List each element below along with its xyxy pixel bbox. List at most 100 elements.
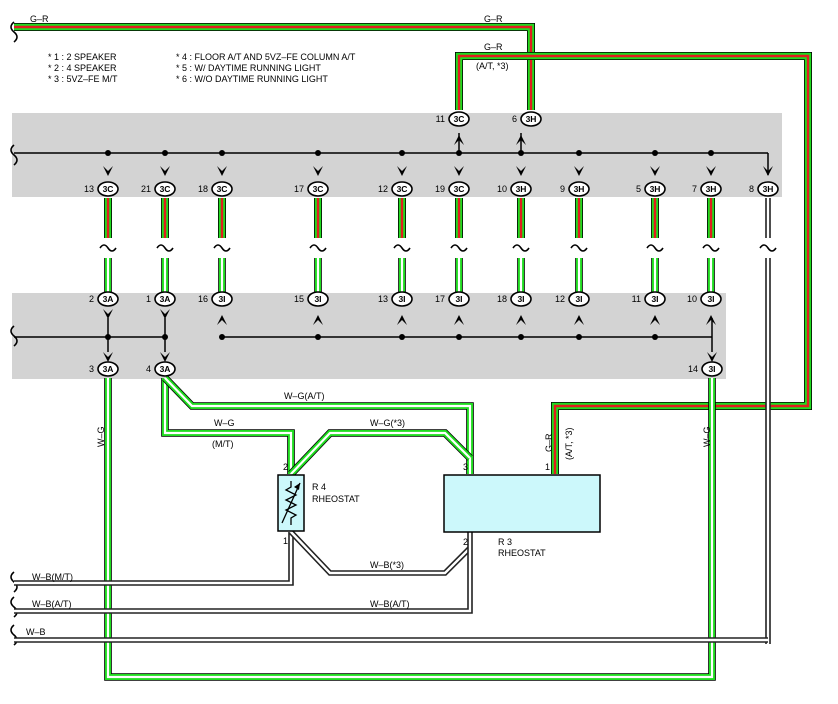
r3-pin-2: 2 [463,537,468,547]
svg-text:3C: 3C [103,184,114,194]
arrow-top-upper-0 [454,135,464,145]
arrow-bottom-up-5 [574,315,584,325]
junction-dots [105,150,714,340]
junction-dot-top-8 [652,150,658,156]
junction-dot-bottom-2 [219,334,225,340]
svg-text:14: 14 [688,364,698,374]
junction-dot-top-2 [219,150,225,156]
note-1: * 1 : 2 SPEAKER [48,52,117,62]
junction-dot-bottom-8 [652,334,658,340]
arrow-top-10 [763,166,773,176]
arrow-bottom-0 [103,309,113,319]
svg-text:11: 11 [436,114,445,124]
wires [14,23,812,681]
r3-pin-3: 3 [463,462,468,472]
svg-text:12: 12 [555,294,565,304]
arrow-bottom-up-1 [313,315,323,325]
wire-wg-mt [161,378,295,474]
wire-wg-at [162,375,474,474]
svg-text:3H: 3H [526,114,537,124]
junction-dot-top-1 [162,150,168,156]
arrow-top-2 [217,166,227,176]
arrow-bottom-up-0 [217,315,227,325]
wire-label-gr-top-right: G–R [484,14,503,24]
svg-text:10: 10 [687,294,697,304]
svg-text:3C: 3C [160,184,171,194]
junction-dot-top-3 [315,150,321,156]
junction-dot-top-7 [576,150,582,156]
connector-arrows [103,135,773,362]
bottom-connector-band [12,293,726,379]
arrow-bottom-up-7 [706,315,716,325]
connector-top-upper-6-3H: 3H 6 [512,111,542,127]
svg-text:1: 1 [146,294,151,304]
junction-dot-bottom-4 [399,334,405,340]
arrow-top-0 [103,166,113,176]
r3-pin-1: 1 [545,462,550,472]
note-5: * 5 : W/ DAYTIME RUNNING LIGHT [176,63,321,73]
wire-label-mt: (M/T) [212,439,234,449]
svg-text:13: 13 [84,184,94,194]
connector-bottom-lower-3-3A: 3A3 [89,361,119,377]
wire-label-wb-mt: W–B(M/T) [32,572,73,582]
svg-text:16: 16 [198,294,208,304]
junction-dot-top-6 [518,150,524,156]
wire-label-wg-at: W–G(A/T) [284,391,325,401]
note-4: * 4 : FLOOR A/T AND 5VZ–FE COLUMN A/T [176,52,356,62]
wire-gr-top [14,23,535,110]
arrow-top-8 [650,166,660,176]
svg-text:3H: 3H [516,184,527,194]
svg-text:3I: 3I [314,294,321,304]
arrow-bottom-up-4 [516,315,526,325]
svg-text:18: 18 [198,184,208,194]
wire-label-wb-3: W–B(*3) [370,560,404,570]
arrow-bottom-lower-2 [707,352,717,362]
wire-label-wg-left: W–G [96,426,106,447]
svg-text:3I: 3I [651,294,658,304]
svg-text:4: 4 [146,364,151,374]
svg-text:17: 17 [294,184,304,194]
svg-text:17: 17 [435,294,445,304]
wire-wb-at [14,532,473,614]
arrow-top-6 [516,166,526,176]
wire-break-1 [156,244,174,252]
wire-break-5 [450,244,468,252]
wire-wg-3 [288,429,473,477]
wire-break-10 [759,244,777,252]
svg-text:6: 6 [512,114,517,124]
wire-label-gr-second: G–R [484,42,503,52]
svg-text:3I: 3I [517,294,524,304]
wire-gr-at [455,52,812,474]
svg-text:3H: 3H [650,184,661,194]
svg-text:3H: 3H [706,184,717,194]
note-2: * 2 : 4 SPEAKER [48,63,117,73]
r3-name: R 3 [498,537,512,547]
svg-text:3I: 3I [218,294,225,304]
connector-top-8-3H: 3H8 [749,181,779,197]
r4-rheostat [277,474,305,532]
svg-text:15: 15 [294,294,304,304]
arrow-top-3 [313,166,323,176]
wire-break-2 [213,244,231,252]
junction-dot-bottom-7 [576,334,582,340]
junction-dot-top-4 [399,150,405,156]
wire-break-4 [393,244,411,252]
svg-text:12: 12 [378,184,388,194]
arrow-top-9 [706,166,716,176]
svg-text:5: 5 [636,184,641,194]
wire-break-7 [570,244,588,252]
wire-break-9 [702,244,720,252]
r4-name: R 4 [312,482,326,492]
